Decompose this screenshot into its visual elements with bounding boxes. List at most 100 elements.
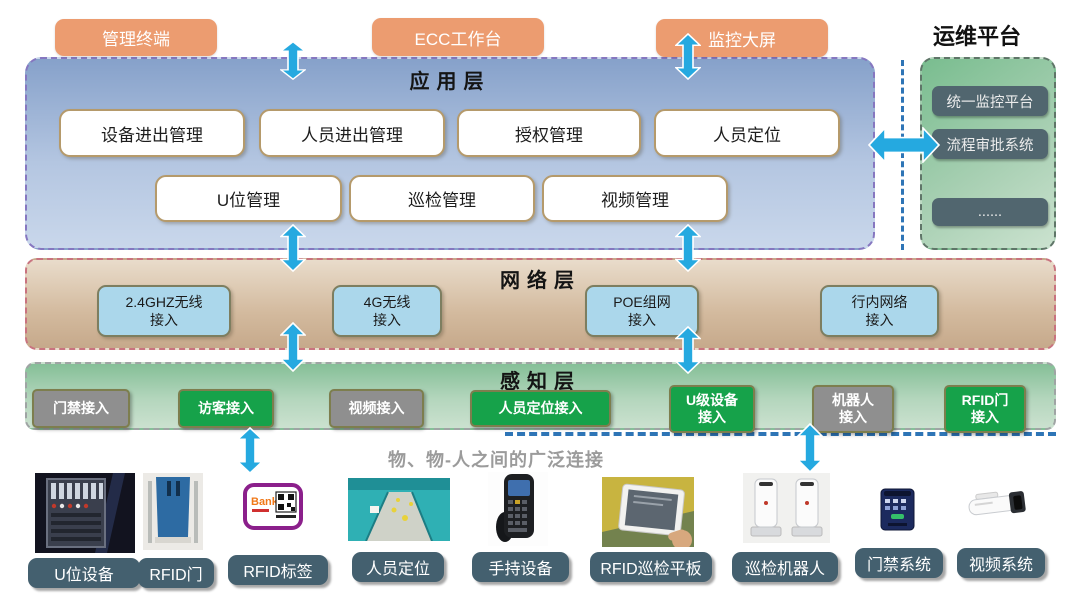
perception-layer-box: 感知层 门禁接入 访客接入 视频接入 人员定位接入 U级设备 接入 机器人 接入… — [25, 362, 1056, 433]
node-u-slot-management: U位管理 — [155, 175, 342, 222]
rfid-gate-photo — [143, 473, 203, 550]
node-label-line1: 行内网络 — [851, 293, 908, 310]
horizontal-dashed-divider — [505, 432, 1056, 436]
corridor-positioning-photo — [348, 478, 450, 541]
node-door-access: 门禁接入 — [32, 389, 130, 428]
arrow-application-network-left — [280, 224, 306, 272]
device-label-text: 人员定位 — [365, 561, 430, 578]
connection-caption: 物、物-人之间的广泛连接 — [388, 450, 604, 470]
network-layer-box: 网络层 2.4GHZ无线 接入 4G无线 接入 POE组网 接入 行内网络 接入 — [25, 258, 1056, 350]
node-label-line2: 接入 — [373, 312, 401, 328]
handheld-scanner-photo — [488, 472, 548, 546]
arrow-application-ops — [868, 127, 940, 163]
node-label-line1: U级设备 — [685, 392, 739, 409]
node-inspection-management: 巡检管理 — [349, 175, 535, 222]
access-control-photo — [878, 487, 917, 532]
device-label-text: RFID门 — [149, 567, 203, 584]
node-device-inout-management: 设备进出管理 — [59, 109, 245, 157]
node-label: 门禁接入 — [53, 400, 109, 417]
ops-platform-title: 运维平台 — [933, 24, 1022, 49]
device-label-text: U位设备 — [54, 567, 114, 584]
device-label-rfid-tag: RFID标签 — [228, 555, 328, 585]
terminal-ecc-label: ECC工作台 — [414, 29, 502, 49]
node-personnel-positioning: 人员定位 — [654, 109, 840, 157]
device-label-rfid-gate: RFID门 — [138, 558, 214, 588]
device-label-personnel-positioning: 人员定位 — [352, 552, 444, 582]
node-24ghz-wireless-access: 2.4GHZ无线 接入 — [97, 285, 231, 337]
application-layer-box: 应用层 设备进出管理 人员进出管理 授权管理 人员定位 U位管理 巡检管理 视频… — [25, 57, 875, 250]
application-layer-title: 应用层 — [409, 71, 491, 93]
node-label: 授权管理 — [515, 125, 583, 145]
node-label-line2: 接入 — [865, 312, 894, 328]
node-label: U位管理 — [216, 191, 281, 210]
arrow-perception-devices-right — [797, 423, 823, 473]
node-label-line1: POE组网 — [613, 293, 671, 310]
node-label-line1: RFID门 — [961, 392, 1009, 409]
node-video-management: 视频管理 — [542, 175, 728, 222]
arrow-monitorwall-application — [675, 33, 701, 80]
node-video-access: 视频接入 — [329, 389, 424, 428]
arrow-network-perception-left — [280, 322, 306, 372]
node-label: 访客接入 — [198, 400, 254, 417]
cctv-camera-photo — [965, 485, 1031, 521]
node-label: 巡检管理 — [408, 191, 476, 210]
node-personnel-inout-management: 人员进出管理 — [259, 109, 445, 157]
rfid-tag-photo: Bank — [243, 483, 303, 530]
node-label-line1: 4G无线 — [363, 293, 411, 310]
device-label-text: 门禁系统 — [866, 557, 931, 574]
node-label: 视频接入 — [348, 400, 405, 417]
node-label: 设备进出管理 — [101, 125, 203, 145]
node-label-line2: 接入 — [150, 312, 178, 328]
node-label: 人员定位接入 — [498, 400, 583, 417]
device-label-inspection-robot: 巡检机器人 — [732, 552, 838, 582]
device-label-access-control-system: 门禁系统 — [855, 548, 943, 578]
node-unified-monitoring-platform: 统一监控平台 — [932, 86, 1048, 116]
ops-platform-box: 统一监控平台 流程审批系统 ...... — [920, 57, 1056, 250]
device-label-text: 视频系统 — [968, 557, 1033, 574]
node-robot-access: 机器人 接入 — [812, 385, 894, 433]
node-authorization-management: 授权管理 — [457, 109, 641, 157]
device-label-text: 手持设备 — [488, 561, 553, 578]
arrow-terminals-application — [280, 41, 306, 80]
node-intranet-access: 行内网络 接入 — [820, 285, 939, 337]
device-label-text: RFID标签 — [243, 564, 313, 581]
node-label: ...... — [977, 204, 1003, 220]
inspection-robot-photo — [743, 473, 830, 543]
node-label-line2: 接入 — [628, 312, 656, 328]
device-label-text: RFID巡检平板 — [600, 561, 702, 578]
arrow-network-perception-right — [675, 326, 701, 374]
terminal-management: 管理终端 — [55, 19, 217, 56]
node-visitor-access: 访客接入 — [178, 389, 274, 428]
terminal-monitor-wall-label: 监控大屏 — [708, 30, 776, 50]
device-label-video-system: 视频系统 — [957, 548, 1045, 578]
arrow-application-network-right — [675, 224, 701, 272]
node-4g-wireless-access: 4G无线 接入 — [332, 285, 442, 337]
node-rfid-gate-access: RFID门 接入 — [944, 385, 1026, 433]
node-label: 流程审批系统 — [946, 137, 1034, 154]
node-label-line2: 接入 — [839, 409, 867, 425]
node-label: 统一监控平台 — [946, 94, 1034, 111]
node-personnel-positioning-access: 人员定位接入 — [470, 390, 611, 427]
node-process-approval-system: 流程审批系统 — [932, 129, 1048, 159]
inspection-tablet-photo — [602, 477, 694, 547]
tag-brand-text: Bank — [251, 496, 279, 508]
network-layer-title: 网络层 — [500, 270, 581, 292]
node-poe-network-access: POE组网 接入 — [585, 285, 699, 337]
server-rack-photo — [35, 473, 135, 553]
node-label-line2: 接入 — [698, 409, 726, 425]
node-label-line2: 接入 — [971, 409, 999, 425]
device-label-handheld-device: 手持设备 — [472, 552, 569, 582]
vertical-dashed-divider — [901, 60, 904, 250]
perception-layer-title: 感知层 — [500, 371, 581, 393]
node-u-device-access: U级设备 接入 — [669, 385, 755, 433]
terminal-ecc-workstation: ECC工作台 — [372, 18, 544, 56]
terminal-management-label: 管理终端 — [102, 30, 170, 49]
node-label: 视频管理 — [601, 191, 669, 210]
node-label-line1: 2.4GHZ无线 — [125, 293, 203, 310]
node-label-line1: 机器人 — [832, 392, 874, 409]
arrow-perception-devices-left — [237, 427, 263, 474]
node-label: 人员定位 — [713, 125, 781, 145]
node-label: 人员进出管理 — [301, 125, 403, 145]
node-ops-more: ...... — [932, 198, 1048, 226]
